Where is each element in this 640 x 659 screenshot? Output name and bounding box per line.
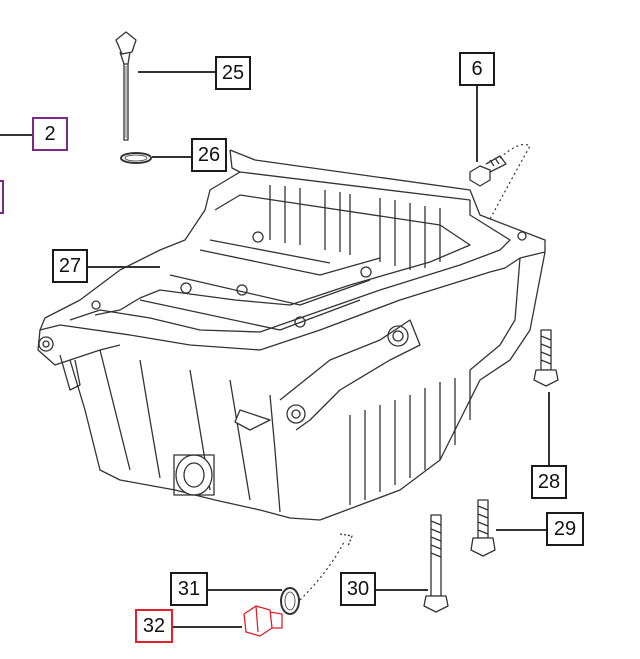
leader-31 [208, 589, 282, 591]
bolt-29-drawing [470, 499, 496, 557]
callout-6[interactable]: 6 [459, 52, 495, 86]
callout-26[interactable]: 26 [191, 138, 227, 172]
dipstick-o-ring-drawing [120, 152, 152, 164]
callout-25[interactable]: 25 [215, 56, 251, 90]
bolt-28-drawing [533, 329, 559, 387]
callout-29[interactable]: 29 [546, 512, 584, 546]
bolt-6-drawing [469, 155, 507, 187]
callout-28[interactable]: 28 [531, 465, 567, 499]
leader-29 [496, 529, 546, 531]
drain-washer-drawing [280, 587, 300, 615]
callout-30[interactable]: 30 [340, 572, 376, 606]
bolt-30-drawing [423, 514, 449, 613]
callout-27[interactable]: 27 [52, 249, 88, 283]
callout-2[interactable]: 2 [32, 117, 68, 151]
leader-27 [88, 266, 160, 268]
oil-pan-drawing [37, 149, 546, 521]
leader-26 [152, 156, 192, 158]
leader-30 [376, 589, 428, 591]
leader-2 [0, 134, 32, 136]
drain-plug-drawing [243, 605, 283, 637]
callout-partial-offscreen [0, 180, 4, 214]
callout-31[interactable]: 31 [170, 572, 208, 606]
callout-32[interactable]: 32 [135, 609, 173, 643]
leader-25 [138, 71, 216, 73]
leader-6 [476, 86, 478, 162]
dipstick-drawing [115, 31, 137, 141]
leader-28 [548, 392, 550, 466]
leader-32 [172, 626, 242, 628]
